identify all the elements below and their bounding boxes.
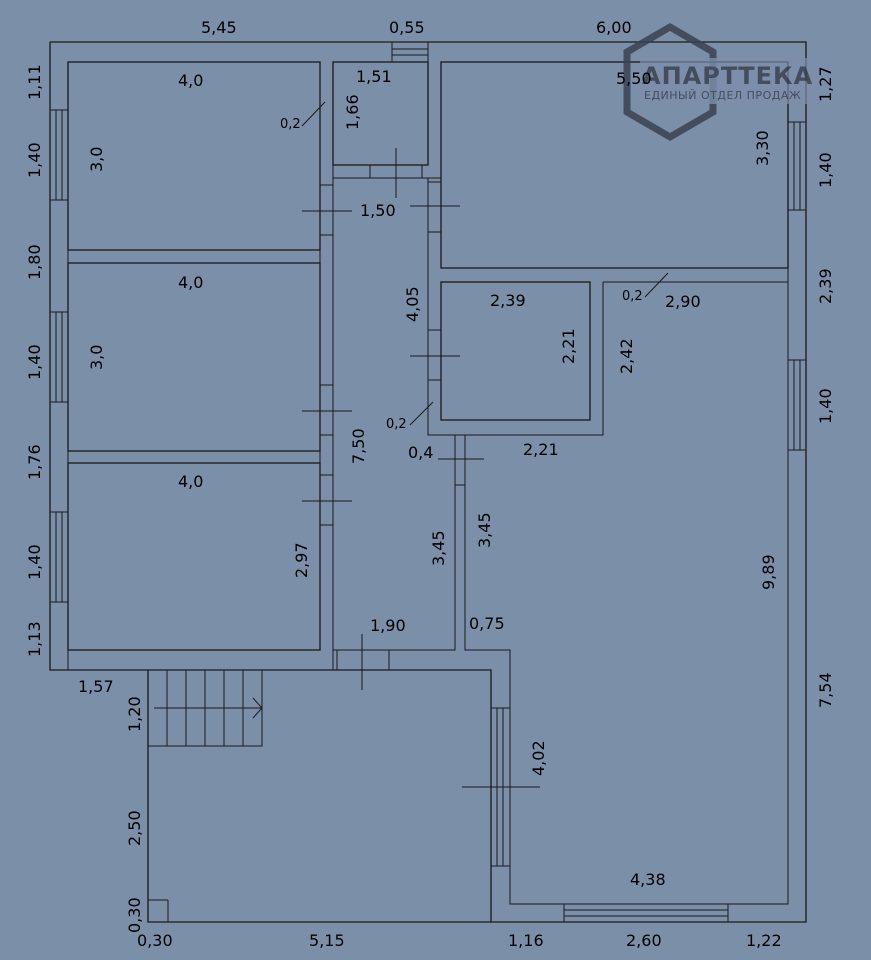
dim-label: 1,50 [360,201,396,220]
dim-label: 1,27 [816,66,835,102]
dim-label: 1,90 [370,616,406,635]
brand-logo: АПАРТТЕКА ЕДИНЫЙ ОТДЕЛ ПРОДАЖ [623,22,820,142]
dim-label: 5,50 [616,69,652,88]
dim-label: 0,30 [125,897,144,933]
dim-label: 0,2 [280,117,301,132]
dim-label: 2,60 [626,931,662,950]
dim-label: 1,57 [78,677,114,696]
dim-label: 1,16 [508,931,544,950]
dim-label: 5,15 [309,931,345,950]
dim-label: 0,75 [469,614,505,633]
dim-label: 1,66 [343,94,362,130]
dim-label: 7,50 [349,428,368,464]
dim-label: 0,55 [389,18,425,37]
dim-label: 4,05 [403,286,422,322]
dim-label: 1,76 [25,444,44,480]
dim-label: 4,0 [178,273,203,292]
brand-name: АПАРТТЕКА [642,62,813,90]
dim-label: 0,2 [622,289,643,304]
dim-label: 3,45 [429,530,448,566]
dim-label: 1,20 [125,696,144,732]
dim-label: 2,97 [292,542,311,578]
dim-label: 1,40 [816,152,835,188]
dim-label: 0,4 [408,443,433,462]
lower-partitions [148,435,511,922]
dim-label: 2,90 [665,292,701,311]
dim-label: 1,13 [25,621,44,657]
dim-label: 4,0 [178,71,203,90]
dim-label: 4,02 [529,740,548,776]
hexagon-icon [623,22,717,142]
dim-label: 7,54 [816,672,835,708]
dim-label: 2,21 [523,440,559,459]
dim-label: 9,89 [759,554,778,590]
dim-label: 1,11 [25,64,44,100]
leader-lines [301,101,669,426]
dim-label: 2,42 [617,338,636,374]
dim-label: 1,40 [25,544,44,580]
stairs [147,669,263,747]
dimension-labels: 5,45 0,55 6,00 1,11 1,40 1,80 1,40 1,76 … [25,18,835,950]
brand-tagline: ЕДИНЫЙ ОТДЕЛ ПРОДАЖ [644,89,801,102]
dim-label: 2,21 [559,328,578,364]
dim-label: 1,80 [25,244,44,280]
windows [49,41,807,923]
dim-label: 3,45 [475,512,494,548]
dim-label: 3,30 [753,130,772,166]
dim-label: 1,40 [816,388,835,424]
doors [302,148,540,788]
dim-label: 1,51 [356,67,392,86]
dim-label: 4,0 [178,472,203,491]
dim-label: 1,40 [25,142,44,178]
dim-label: 3,0 [87,345,106,370]
dim-label: 5,45 [201,18,237,37]
small-room [427,268,788,436]
dim-label: 0,2 [386,417,407,432]
dim-label: 3,0 [87,147,106,172]
outer-walls [49,41,807,923]
dim-label: 0,30 [137,931,173,950]
dim-label: 4,38 [630,870,666,889]
dim-label: 2,50 [125,810,144,846]
dim-label: 2,39 [816,268,835,304]
dim-label: 1,40 [25,344,44,380]
dim-label: 2,39 [490,291,526,310]
dim-label: 1,22 [746,931,782,950]
dim-label: 6,00 [596,18,632,37]
